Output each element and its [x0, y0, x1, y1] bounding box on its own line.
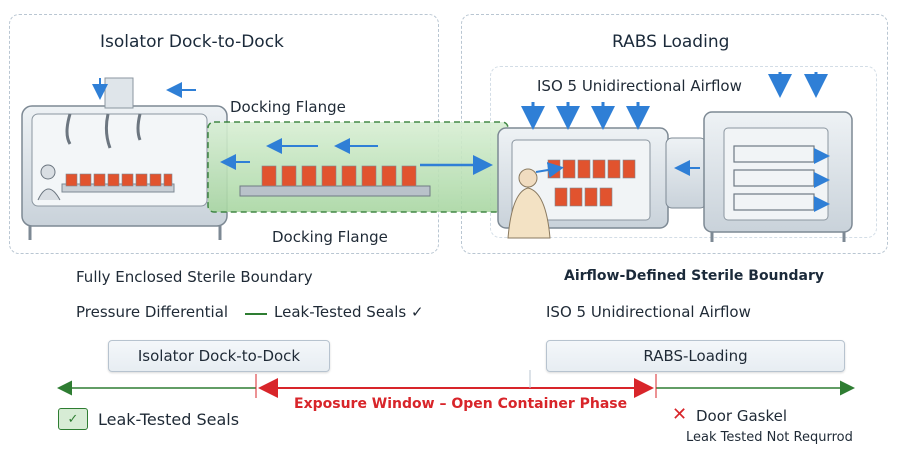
equipment-illustration — [21, 72, 853, 242]
isolator-unit — [21, 77, 228, 240]
pressure-note: Pressure Differential — [76, 303, 229, 321]
right-airflow-note: ISO 5 Unidirectional Airflow — [546, 303, 751, 321]
timeline — [57, 370, 855, 398]
rabs-title: RABS Loading — [612, 32, 730, 52]
door-gasket-x-icon: ✕ — [672, 404, 688, 425]
docking-tunnel — [207, 121, 509, 213]
seal-connector-line — [245, 313, 267, 315]
exposure-window-label: Exposure Window – Open Container Phase — [294, 396, 628, 412]
airflow-label: ISO 5 Unidirectional Airflow — [537, 77, 742, 95]
leak-tested-seals-note: Leak-Tested Seals ✓ — [274, 303, 424, 321]
rabs-unit — [497, 127, 669, 239]
isolator-dock-box: Isolator Dock-to-Dock — [108, 340, 330, 372]
legend-leak-tested: Leak-Tested Seals — [98, 410, 240, 429]
docking-flange-label-top: Docking Flange — [230, 98, 346, 116]
right-boundary-note: Airflow-Defined Sterile Boundary — [564, 268, 824, 284]
legend-not-required: Leak Tested Not Requrrod — [686, 430, 853, 445]
sterilizer-cabinet — [703, 111, 853, 242]
leak-tested-check-icon: ✓ — [58, 408, 88, 430]
left-boundary-note: Fully Enclosed Sterile Boundary — [76, 268, 313, 286]
rabs-airflow-arrows — [521, 72, 828, 130]
rabs-loading-box: RABS-Loading — [546, 340, 845, 372]
docking-flange-label-bottom: Docking Flange — [272, 228, 388, 246]
legend-door-gasket: Door Gaskel — [696, 407, 788, 425]
isolator-title: Isolator Dock-to-Dock — [100, 32, 284, 52]
